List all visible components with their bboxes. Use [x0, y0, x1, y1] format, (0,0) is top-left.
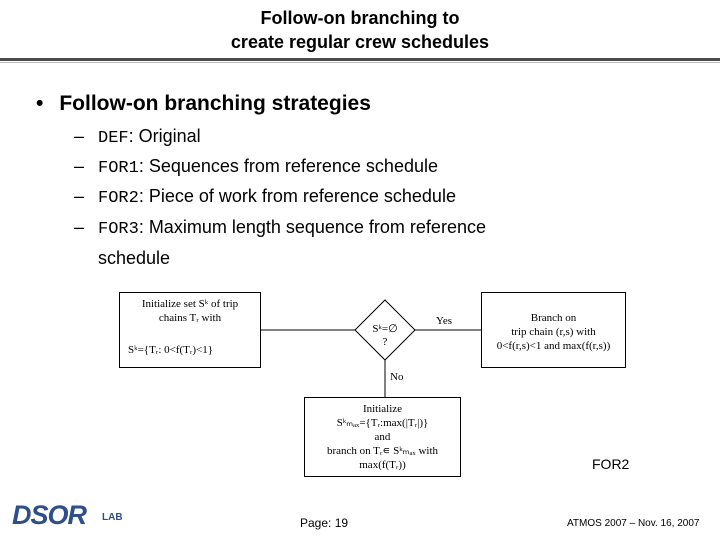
subitem-code: DEF — [98, 129, 129, 148]
title-line-2: create regular crew schedules — [230, 32, 490, 52]
title-line-1: Follow-on branching to — [260, 8, 460, 28]
init-max-line-1: Initialize — [362, 403, 403, 415]
strategy-label: FOR2 — [592, 456, 630, 472]
decision-diamond — [354, 299, 416, 361]
slide-title: Follow-on branching to create regular cr… — [0, 6, 720, 54]
decision-line-2: ? — [382, 336, 388, 348]
title-divider — [0, 58, 720, 61]
init-max-line-4: branch on Tᵣ∊ Sᵏₘₐₓ with — [326, 445, 439, 457]
dsor-lab-logo: DSOR LAB — [12, 500, 134, 530]
title-divider-shadow — [0, 62, 720, 63]
main-bullet: • Follow-on branching strategies — [36, 92, 371, 116]
subitem-code: FOR3 — [98, 220, 139, 239]
subitem-dash: – — [74, 156, 85, 176]
subitem-for2: –FOR2: Piece of work from reference sche… — [74, 186, 456, 208]
footer-event: ATMOS 2007 – Nov. 16, 2007 — [567, 518, 700, 529]
subitem-dash: – — [74, 126, 85, 146]
subitem-text: : Maximum length sequence from reference — [138, 217, 486, 237]
branch-box-line-1: Branch on — [530, 312, 577, 324]
subitem-continuation: schedule — [98, 248, 171, 268]
init-box-line-2: chains Tᵣ with — [158, 312, 222, 324]
subitem-text: : Sequences from reference schedule — [138, 156, 438, 176]
bullet-text: Follow-on branching strategies — [59, 92, 371, 115]
init-max-line-5: max(f(Tᵣ)) — [359, 459, 406, 471]
subitem-text: : Piece of work from reference schedule — [138, 186, 456, 206]
logo-sub-text: LAB — [102, 512, 123, 523]
subitem-dash: – — [74, 186, 85, 206]
branch-box-line-2: trip chain (r,s) with — [511, 326, 596, 338]
init-box-line-3: Sᵏ={Tᵣ: 0<f(Tᵣ)<1} — [128, 344, 214, 356]
init-box-line-1: Initialize set Sᵏ of trip — [141, 298, 239, 310]
init-max-line-3: and — [374, 431, 391, 443]
subitem-for3: –FOR3: Maximum length sequence from refe… — [74, 217, 486, 239]
subitem-code: FOR2 — [98, 189, 139, 208]
subitem-dash: – — [74, 217, 85, 237]
subitem-code: FOR1 — [98, 159, 139, 178]
init-set-box: Initialize set Sᵏ of trip chains Tᵣ with… — [119, 292, 261, 368]
branch-box: Branch on trip chain (r,s) with 0<f(r,s)… — [481, 292, 626, 368]
yes-label: Yes — [436, 315, 453, 327]
logo-main-text: DSOR — [12, 500, 87, 530]
init-max-box: Initialize Sᵏₘₐₓ={Tᵣ:max(|Tᵣ|)} and bran… — [304, 397, 461, 477]
no-label: No — [390, 371, 404, 383]
subitem-def: –DEF: Original — [74, 126, 201, 148]
init-max-line-2: Sᵏₘₐₓ={Tᵣ:max(|Tᵣ|)} — [336, 417, 429, 429]
bullet-dot: • — [36, 92, 44, 115]
subitem-for1: –FOR1: Sequences from reference schedule — [74, 156, 438, 178]
decision-text: Sᵏ=∅ ? — [363, 323, 407, 349]
decision-line-1: Sᵏ=∅ — [372, 323, 398, 335]
page-number: Page: 19 — [300, 516, 349, 530]
subitem-text: : Original — [128, 126, 201, 146]
branch-box-line-3: 0<f(r,s)<1 and max(f(r,s)) — [496, 340, 611, 352]
